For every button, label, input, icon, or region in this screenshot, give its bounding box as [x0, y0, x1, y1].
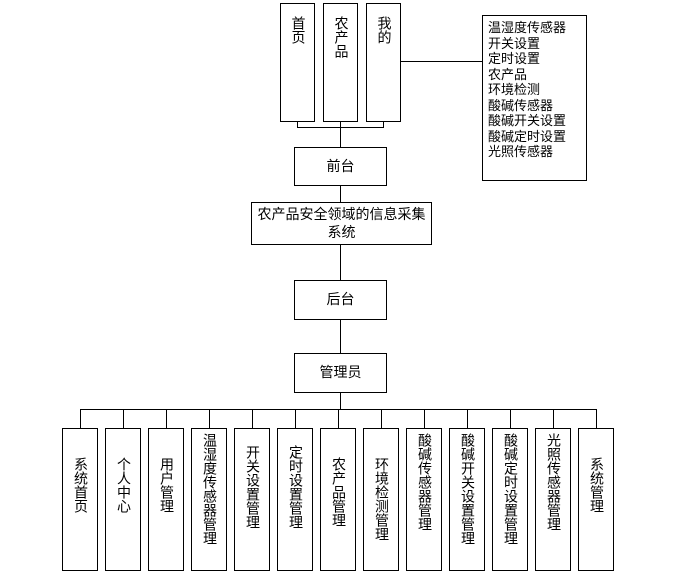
- feature-item: 温湿度传感器: [488, 21, 567, 36]
- admin-label: 管理员: [319, 365, 362, 381]
- module-box: 酸碱定时设置管理: [492, 428, 528, 571]
- nav-box-mine: 我的: [366, 3, 401, 122]
- nav-box-products: 农产品: [323, 3, 358, 122]
- module-label: 个人中心: [115, 457, 131, 513]
- module-label: 开关设置管理: [244, 445, 260, 529]
- module-box: 系统管理: [578, 428, 614, 571]
- frontend-label: 前台: [326, 158, 355, 175]
- module-label: 定时设置管理: [287, 445, 303, 529]
- module-box: 农产品管理: [320, 428, 356, 571]
- module-box: 酸碱开关设置管理: [449, 428, 485, 571]
- module-box: 个人中心: [105, 428, 141, 571]
- backend-box: 后台: [294, 280, 387, 320]
- module-label: 温湿度传感器管理: [201, 433, 217, 545]
- module-label: 环境检测管理: [373, 457, 389, 541]
- nav-label: 我的: [375, 16, 392, 44]
- feature-item: 光照传感器: [488, 145, 554, 160]
- module-box: 用户管理: [148, 428, 184, 571]
- module-label: 酸碱开关设置管理: [459, 433, 475, 545]
- module-box: 温湿度传感器管理: [191, 428, 227, 571]
- feature-item: 开关设置: [488, 36, 541, 52]
- backend-label: 后台: [326, 292, 355, 308]
- module-label: 系统首页: [72, 457, 88, 513]
- frontend-box: 前台: [294, 147, 387, 186]
- feature-item: 酸碱传感器: [488, 98, 554, 114]
- module-label: 系统管理: [588, 457, 604, 513]
- system-name-label: 农产品安全领域的信息采集系统: [257, 206, 426, 241]
- my-feature-list: 温湿度传感器 开关设置 定时设置 农产品 环境检测 酸碱传感器 酸碱开关设置 酸…: [482, 15, 587, 181]
- feature-item: 酸碱定时设置: [488, 129, 567, 145]
- module-label: 光照传感器管理: [545, 433, 561, 531]
- feature-item: 农产品: [488, 67, 528, 83]
- module-box: 光照传感器管理: [535, 428, 571, 571]
- module-box: 开关设置管理: [234, 428, 270, 571]
- module-label: 酸碱传感器管理: [416, 433, 432, 531]
- module-box: 系统首页: [62, 428, 98, 571]
- feature-item: 酸碱开关设置: [488, 114, 567, 129]
- module-label: 酸碱定时设置管理: [502, 433, 518, 545]
- module-label: 农产品管理: [330, 457, 346, 527]
- module-label: 用户管理: [158, 457, 174, 513]
- module-box: 环境检测管理: [363, 428, 399, 571]
- module-box: 酸碱传感器管理: [406, 428, 442, 571]
- nav-label: 农产品: [332, 16, 349, 58]
- feature-item: 定时设置: [488, 52, 541, 67]
- nav-box-home: 首页: [280, 3, 315, 122]
- module-box: 定时设置管理: [277, 428, 313, 571]
- system-name-box: 农产品安全领域的信息采集系统: [251, 202, 432, 245]
- feature-item: 环境检测: [488, 83, 541, 98]
- nav-label: 首页: [289, 16, 306, 44]
- admin-box: 管理员: [294, 353, 387, 393]
